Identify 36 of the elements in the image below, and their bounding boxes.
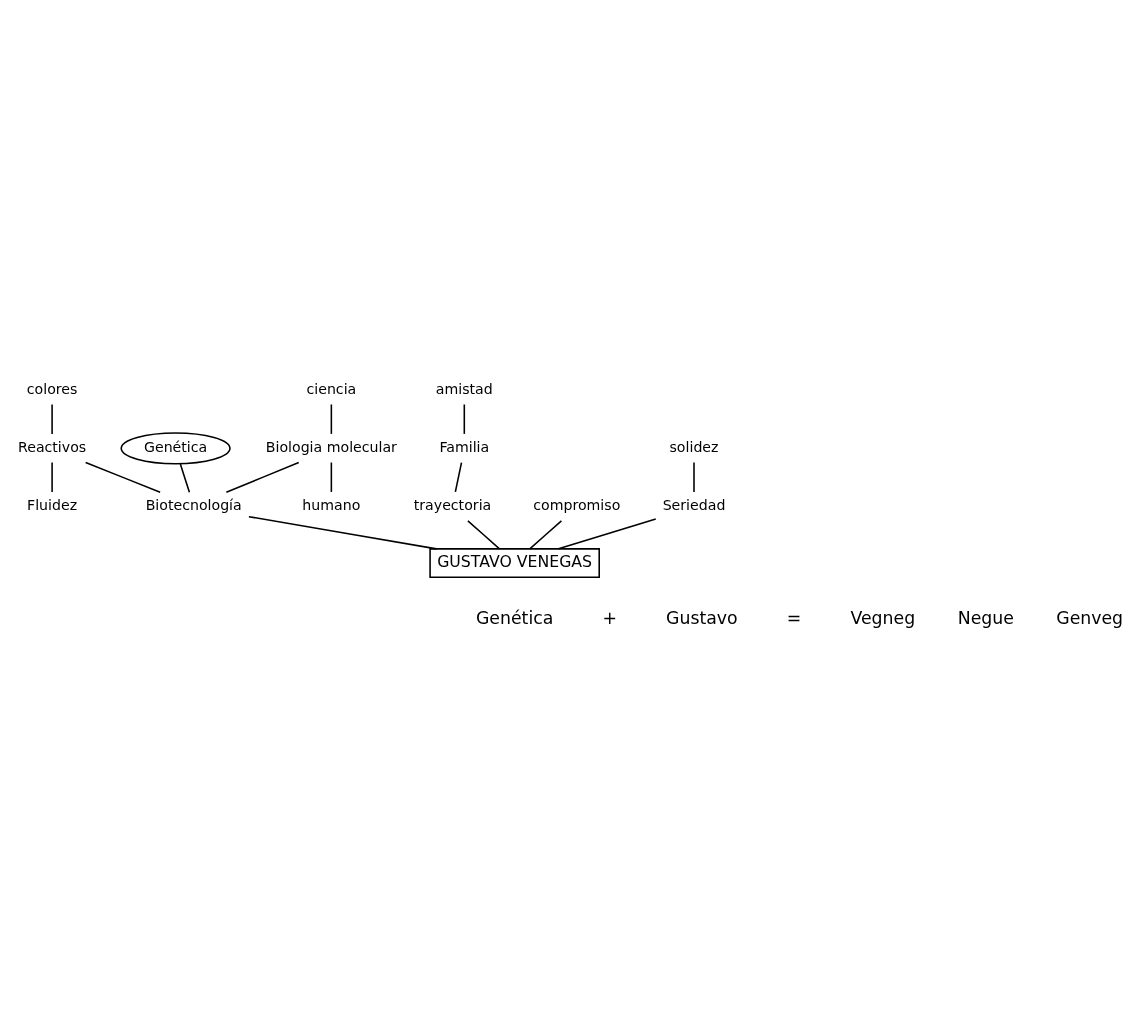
node-text: Reactivos: [18, 438, 87, 455]
connector: [693, 461, 695, 493]
connector: [529, 520, 563, 550]
connector: [51, 403, 53, 435]
label: Genética: [475, 608, 554, 629]
label: +: [602, 608, 618, 629]
node-text: ciencia: [306, 380, 357, 397]
connector: [467, 520, 501, 550]
node-text: Biotecnología: [145, 496, 242, 513]
label: Gustavo: [666, 608, 738, 629]
node-text: humano: [302, 496, 361, 513]
connector: [248, 515, 438, 550]
label: =: [786, 608, 802, 629]
node-text: solidez: [669, 438, 719, 455]
label: Genveg: [1056, 608, 1124, 629]
node-text: colores: [26, 380, 78, 397]
node-ellipse: Genética: [120, 432, 231, 465]
node-text: Biologia molecular: [265, 438, 397, 455]
node-box: GUSTAVO VENEGAS: [429, 548, 600, 578]
node-text: Fluidez: [27, 496, 78, 513]
node-text: Familia: [439, 438, 490, 455]
connector: [330, 403, 333, 435]
node-text: compromiso: [533, 496, 621, 513]
label: Negue: [957, 608, 1014, 629]
connector: [463, 403, 466, 435]
connector: [51, 461, 53, 493]
connector: [557, 518, 657, 550]
node-text: amistad: [435, 380, 493, 397]
node-text: Seriedad: [662, 496, 726, 513]
connector: [225, 461, 300, 494]
connector: [179, 463, 191, 494]
connector: [454, 461, 463, 493]
connector: [84, 461, 161, 494]
label: Vegneg: [850, 608, 916, 629]
node-text: trayectoria: [413, 496, 492, 513]
connector: [330, 461, 333, 493]
